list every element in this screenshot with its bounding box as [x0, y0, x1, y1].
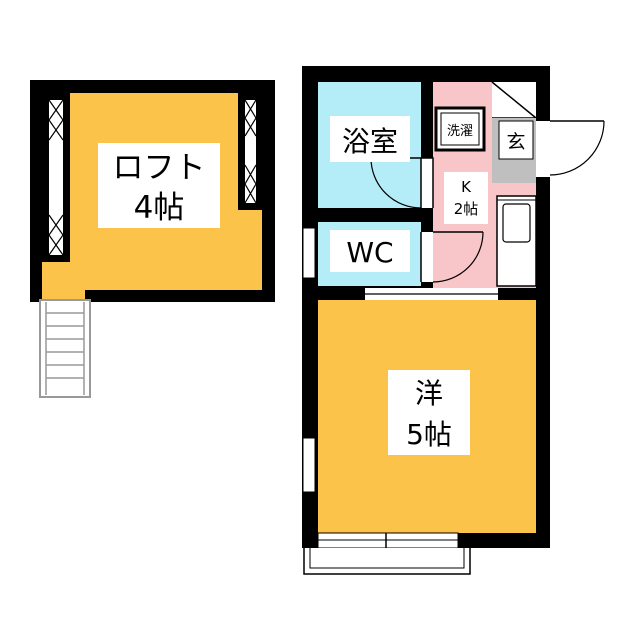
bath-door-gap: [421, 158, 433, 208]
entrance-door-swing: [549, 120, 605, 176]
kitchen-size: 2帖: [454, 200, 479, 218]
bathroom-label-box: [330, 116, 410, 162]
loft-name: ロフト: [113, 150, 206, 186]
entrance-label: 玄: [506, 131, 525, 153]
loft-left-window: [49, 100, 63, 255]
loft-size: 4帖: [134, 190, 185, 226]
room-side-window: [302, 437, 316, 493]
loft-ladder: [39, 299, 91, 398]
western-room-label-box: [388, 370, 470, 455]
kitchen-corner-shelf: [491, 81, 537, 119]
wc-door-swing: [420, 231, 484, 283]
kitchen-name: K: [461, 178, 472, 196]
wc-window: [302, 227, 316, 279]
loft-label-box: [98, 143, 220, 228]
entrance: 玄: [492, 118, 536, 183]
bathroom-name: 浴室: [342, 125, 398, 158]
loft-area: ロフト 4帖: [30, 80, 275, 398]
wc-door-gap: [421, 232, 433, 282]
loft-right-window: [245, 100, 256, 203]
laundry-pan: 洗濯: [434, 106, 486, 152]
toilet-name: WC: [346, 236, 393, 269]
loft-right-window-marks: [244, 99, 257, 204]
kitchen-counter: [496, 195, 537, 287]
kitchen-label-box: [444, 172, 488, 224]
toilet-label-box: [330, 230, 410, 272]
western-room-size: 5帖: [406, 418, 452, 451]
western-room-name: 洋: [415, 377, 443, 410]
entrance-door-gap: [536, 121, 550, 177]
balcony: [303, 532, 471, 575]
loft-left-window-marks: [48, 99, 64, 256]
main-unit: 洗濯 玄 K 2帖: [302, 66, 605, 575]
laundry-label: 洗濯: [447, 124, 473, 139]
